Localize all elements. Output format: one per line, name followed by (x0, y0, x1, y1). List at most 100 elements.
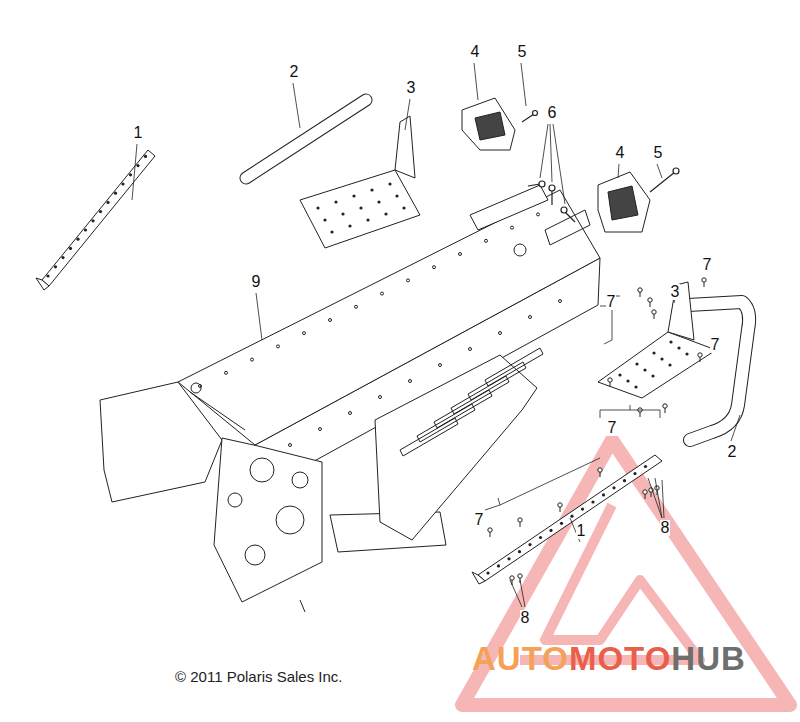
plate-holes-part (352, 194, 355, 197)
callout-number: 1 (576, 523, 587, 539)
tunnel-details-part (225, 371, 228, 374)
tunnel-details-part (511, 226, 514, 229)
running-rail-part (472, 572, 485, 584)
leader-lines-part (132, 144, 137, 200)
tunnel-details-part (529, 316, 532, 319)
tunnel-details-part (292, 472, 308, 488)
small-screws-part (643, 490, 647, 499)
plate-holes-part (91, 219, 94, 222)
tunnel-details-part (250, 458, 274, 482)
plate-holes-part (570, 515, 573, 518)
mount-bracket (462, 98, 650, 232)
plate-holes-part (384, 212, 387, 215)
plate-holes-part (591, 500, 594, 503)
tunnel-details-part (407, 279, 410, 282)
leader-lines (132, 63, 740, 607)
plate-holes-part (129, 173, 132, 176)
fasteners-part (561, 207, 567, 213)
running-rail (36, 150, 662, 584)
plate-holes-part (626, 379, 629, 382)
plate-holes (46, 155, 688, 575)
bumper-tube-part (688, 302, 749, 440)
leader-lines-part (256, 293, 262, 340)
callout-number: 4 (470, 44, 481, 60)
tunnel-details-part (277, 345, 280, 348)
callout-number: 3 (670, 284, 681, 300)
leader-lines-part (521, 63, 526, 106)
tunnel-details-part (319, 428, 322, 431)
small-screws-part-part (652, 310, 656, 314)
tunnel-details-part (409, 380, 412, 383)
tunnel-details-part (459, 253, 462, 256)
bumper-tube-part (246, 100, 366, 178)
footrest-plate-part (300, 170, 420, 248)
plate-holes-part (330, 230, 333, 233)
plate-holes-part (528, 543, 531, 546)
tunnel-details-part (349, 412, 352, 415)
plate-holes-part (69, 247, 72, 250)
small-screws-part (663, 404, 667, 413)
bumper-tube (246, 100, 749, 440)
plate-holes-part (677, 346, 680, 349)
plate-holes-part (359, 206, 362, 209)
leader-lines-part (293, 83, 300, 128)
callout-number: 2 (727, 444, 738, 460)
plate-holes-part (121, 182, 124, 185)
callout-number: 6 (547, 105, 558, 121)
plate-holes-part (114, 192, 117, 195)
watermark-text: MOTO (569, 642, 671, 675)
small-screws-part (488, 528, 492, 537)
plate-holes-part (633, 472, 636, 475)
tunnel-details-part (329, 319, 332, 322)
bumper-tube-part (688, 302, 749, 440)
small-screws-part (652, 310, 656, 319)
small-screws-part-part (643, 490, 647, 494)
tunnel-details-part (276, 506, 304, 534)
callout-number: 2 (289, 64, 300, 80)
small-screws-part-part (648, 298, 652, 302)
fasteners-part (565, 212, 575, 222)
leader-lines-part (485, 458, 600, 510)
copyright-note: © 2011 Polaris Sales Inc. (175, 669, 343, 684)
running-rail-part (42, 150, 155, 286)
plate-holes-part (76, 238, 79, 241)
tunnel-details-part (545, 210, 590, 245)
callout-number: 4 (615, 145, 626, 161)
tunnel-details-part (433, 266, 436, 269)
small-screws-part (638, 288, 642, 297)
plate-holes-part (643, 368, 646, 371)
plate-holes-part (316, 206, 319, 209)
small-screws-part (702, 278, 706, 287)
tunnel-details-part (485, 239, 488, 242)
small-screws-part (518, 518, 522, 527)
leader-lines-part (474, 63, 478, 100)
small-screws-part (638, 408, 642, 417)
tunnel-details-part (355, 305, 358, 308)
tunnel-details-part (191, 383, 201, 393)
plate-holes-part (623, 479, 626, 482)
small-screws-part-part (558, 503, 562, 507)
leader-lines-part (731, 415, 740, 441)
plate-holes-part (560, 522, 563, 525)
leader-lines-part (657, 164, 662, 178)
leader-lines-part (405, 99, 410, 130)
fasteners-part (539, 181, 545, 187)
tunnel-frame-part (375, 355, 537, 540)
small-screws-part-part (518, 518, 522, 522)
small-screws-part-part (663, 404, 667, 408)
tunnel-details-part (381, 292, 384, 295)
footrest-plate (300, 116, 716, 398)
plate-holes-part (341, 212, 344, 215)
leader-lines-part (510, 580, 525, 607)
small-screws-part (649, 488, 653, 497)
callout-number: 5 (517, 44, 528, 60)
fasteners-part (673, 168, 679, 174)
running-rail-part (36, 278, 49, 290)
plate-holes-part (46, 274, 49, 277)
watermark-text: AUTO (472, 642, 569, 675)
callout-number: 9 (251, 274, 262, 290)
callout-number: 7 (607, 420, 618, 436)
plate-holes-part (99, 210, 102, 213)
